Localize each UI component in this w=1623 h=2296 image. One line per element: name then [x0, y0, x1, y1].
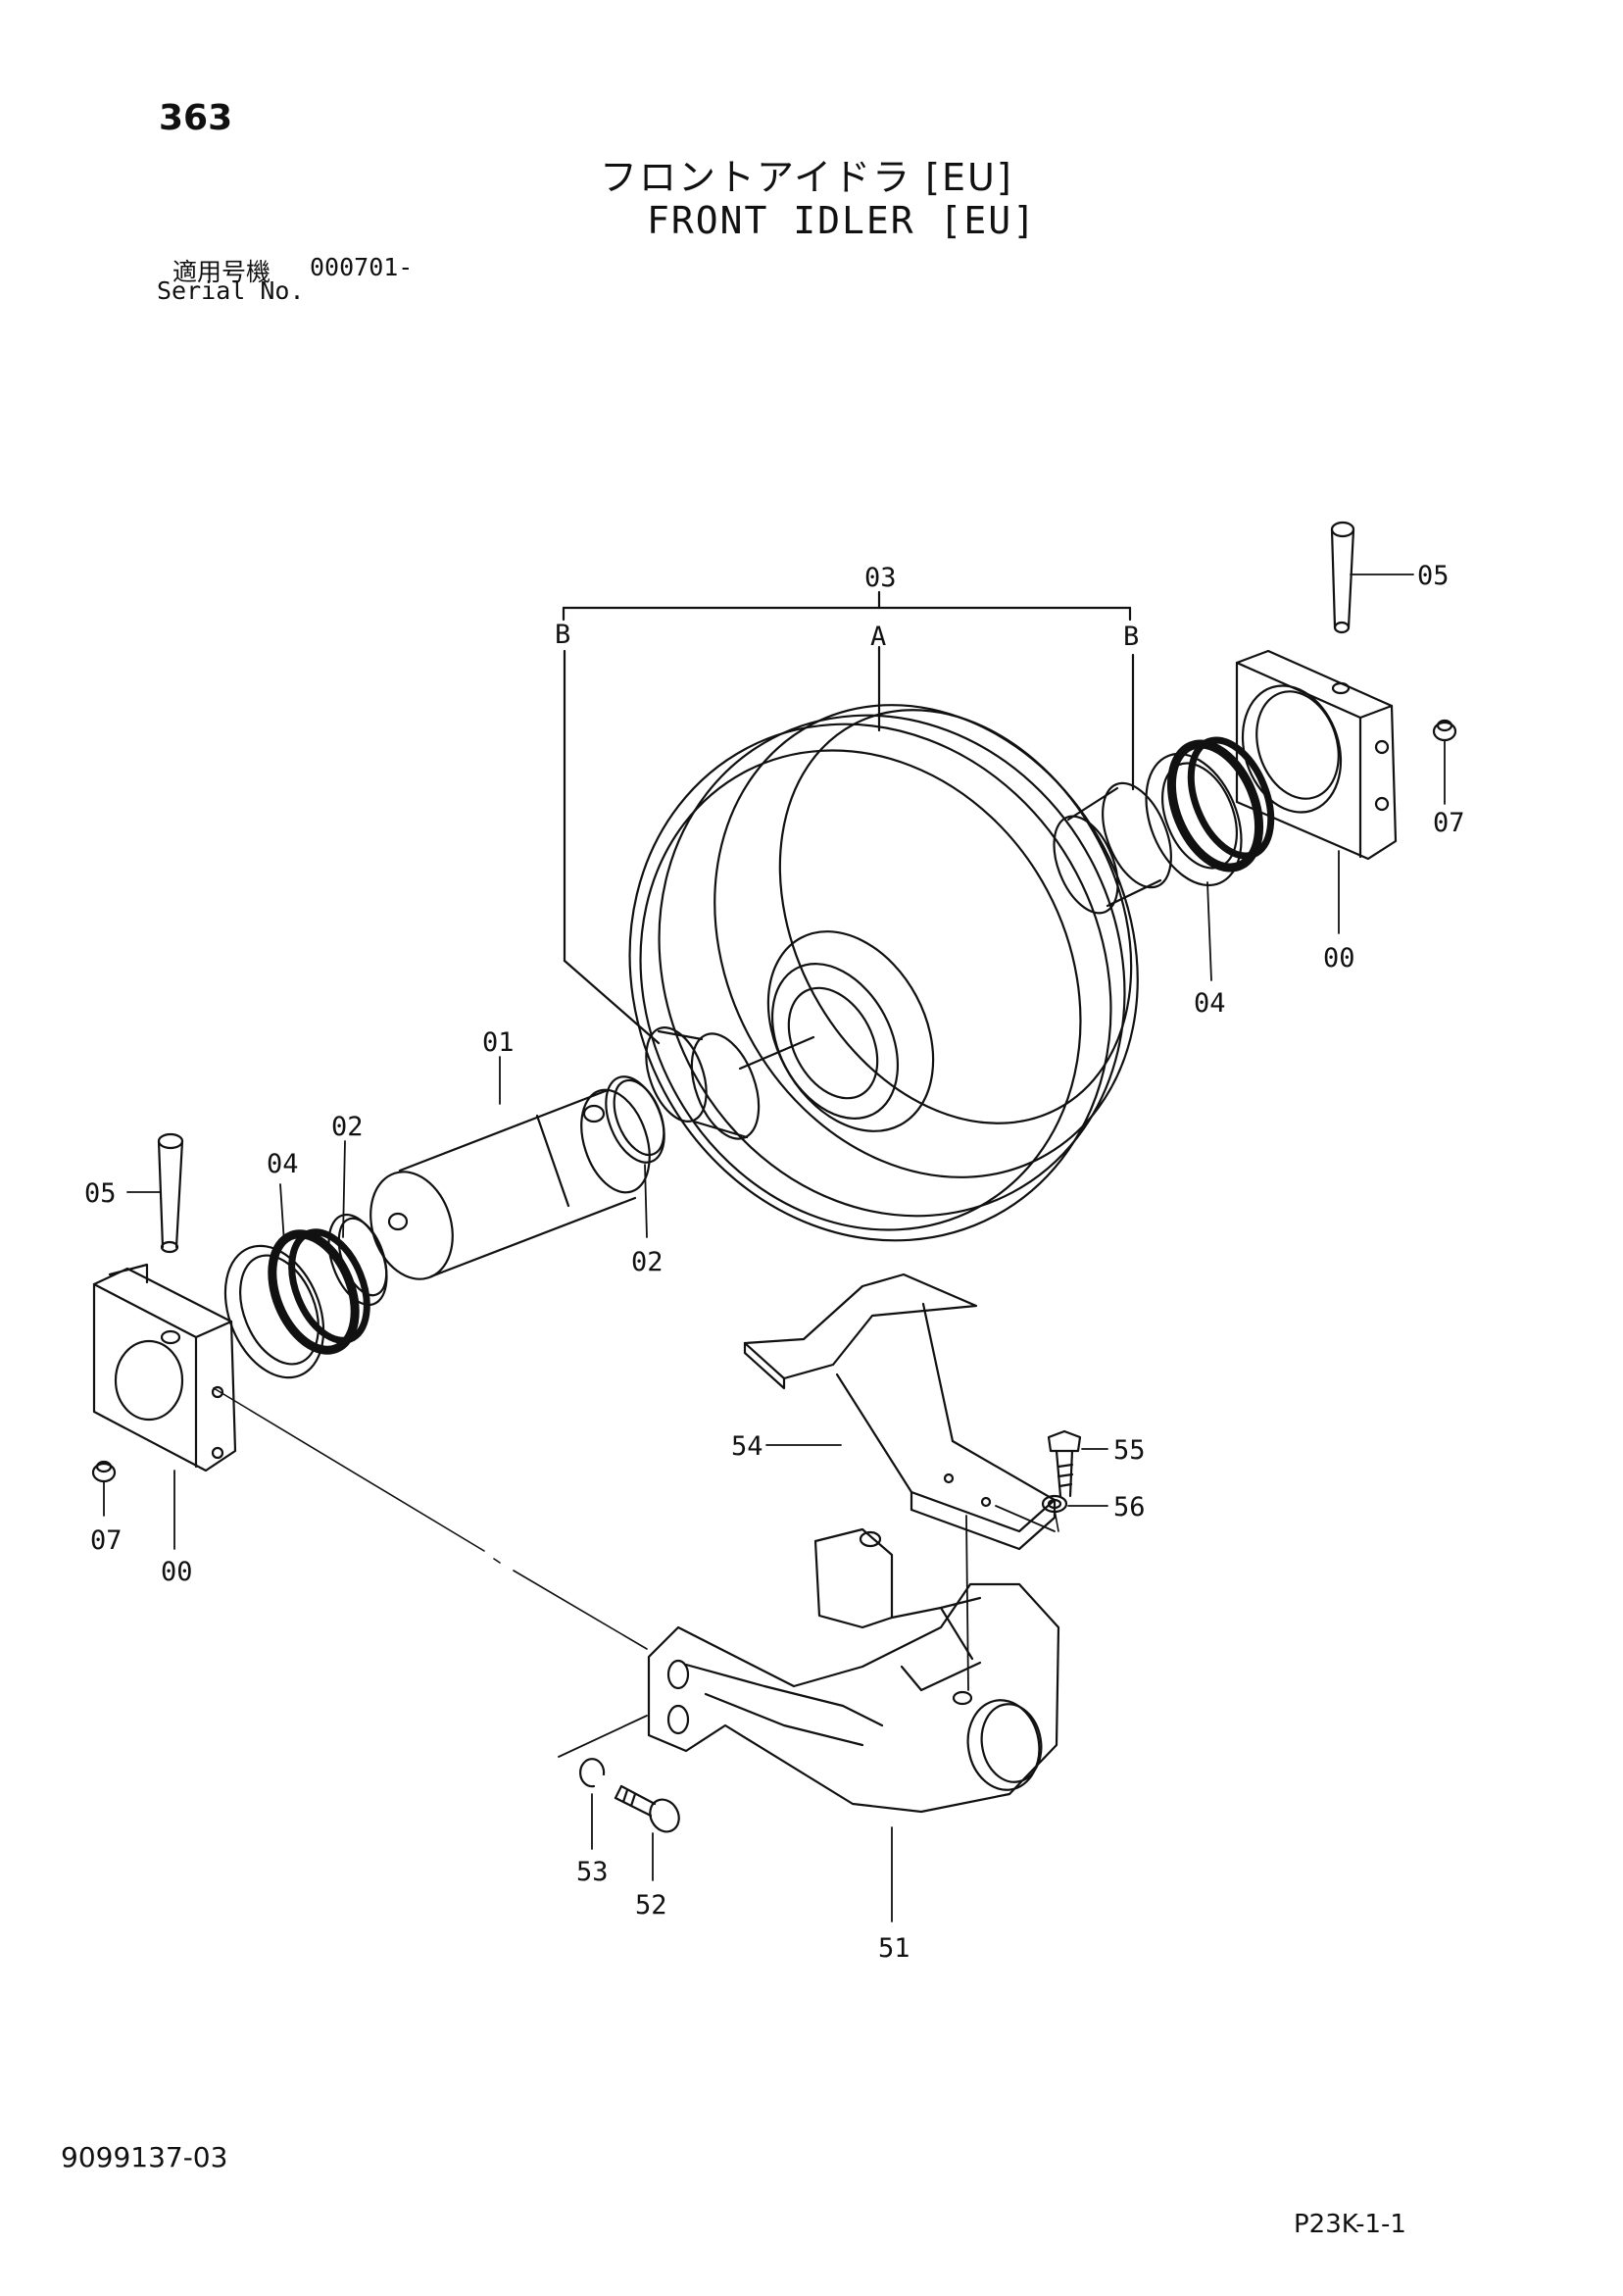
bushing-icon — [645, 1026, 761, 1140]
pin-icon — [1330, 521, 1355, 634]
callout-07-right: 07 — [1433, 808, 1465, 838]
seal-ring-icon — [1145, 736, 1275, 887]
seal-ring-icon — [605, 1075, 665, 1164]
callout-54: 54 — [731, 1431, 763, 1462]
callout-03: 03 — [864, 563, 897, 593]
leader-lines — [103, 574, 1446, 1922]
callout-56: 56 — [1113, 1492, 1146, 1522]
callout-02-top: 02 — [331, 1112, 364, 1142]
callout-05-right: 05 — [1417, 561, 1450, 591]
callout-02-bottom: 02 — [631, 1247, 664, 1277]
callout-labels: 03 A B B 05 07 00 04 01 02 04 05 02 07 0… — [84, 561, 1465, 1964]
callout-52: 52 — [635, 1890, 667, 1921]
callout-07-left: 07 — [90, 1525, 123, 1556]
washer-icon — [579, 1758, 606, 1788]
shaft-icon — [369, 1088, 651, 1280]
document-number: 9099137-03 — [61, 2141, 228, 2173]
page-number: 363 — [159, 98, 233, 138]
callout-00-right: 00 — [1323, 943, 1355, 973]
callout-01: 01 — [482, 1027, 515, 1058]
pin-icon — [157, 1132, 184, 1254]
callout-53: 53 — [576, 1857, 609, 1887]
bearing-block-icon — [1235, 649, 1398, 861]
plug-icon — [1432, 719, 1457, 742]
plate-icon — [743, 1273, 1057, 1551]
bolt-icon — [614, 1784, 680, 1833]
callout-04-left: 04 — [267, 1149, 299, 1179]
callout-B-left: B — [555, 620, 570, 650]
callout-04-right: 04 — [1194, 988, 1226, 1019]
callout-51: 51 — [878, 1933, 910, 1964]
callout-05-left: 05 — [84, 1178, 117, 1209]
callout-55: 55 — [1113, 1435, 1146, 1466]
bushing-icon — [1053, 781, 1172, 915]
callout-B-right: B — [1123, 622, 1139, 652]
idler-wheel-icon — [628, 704, 1139, 1242]
serial-label-japanese: 適用号機 — [172, 258, 271, 286]
seal-ring-icon — [223, 1228, 370, 1379]
alignment-lines — [213, 1387, 1059, 1650]
callout-A: A — [870, 622, 886, 652]
bearing-block-icon — [92, 1263, 237, 1472]
title-japanese: フロントアイドラ [EU] — [600, 156, 1013, 199]
serial-value: 000701- — [310, 253, 414, 281]
sheet-reference: P23K-1-1 — [1294, 2210, 1406, 2239]
callout-00-left: 00 — [161, 1557, 193, 1587]
bracket-icon — [647, 1527, 1060, 1814]
bolt-icon — [1047, 1429, 1082, 1498]
serial-label-english: Serial No. — [157, 276, 305, 305]
plug-icon — [91, 1460, 117, 1483]
title-english: FRONT IDLER [EU] — [647, 199, 1038, 242]
